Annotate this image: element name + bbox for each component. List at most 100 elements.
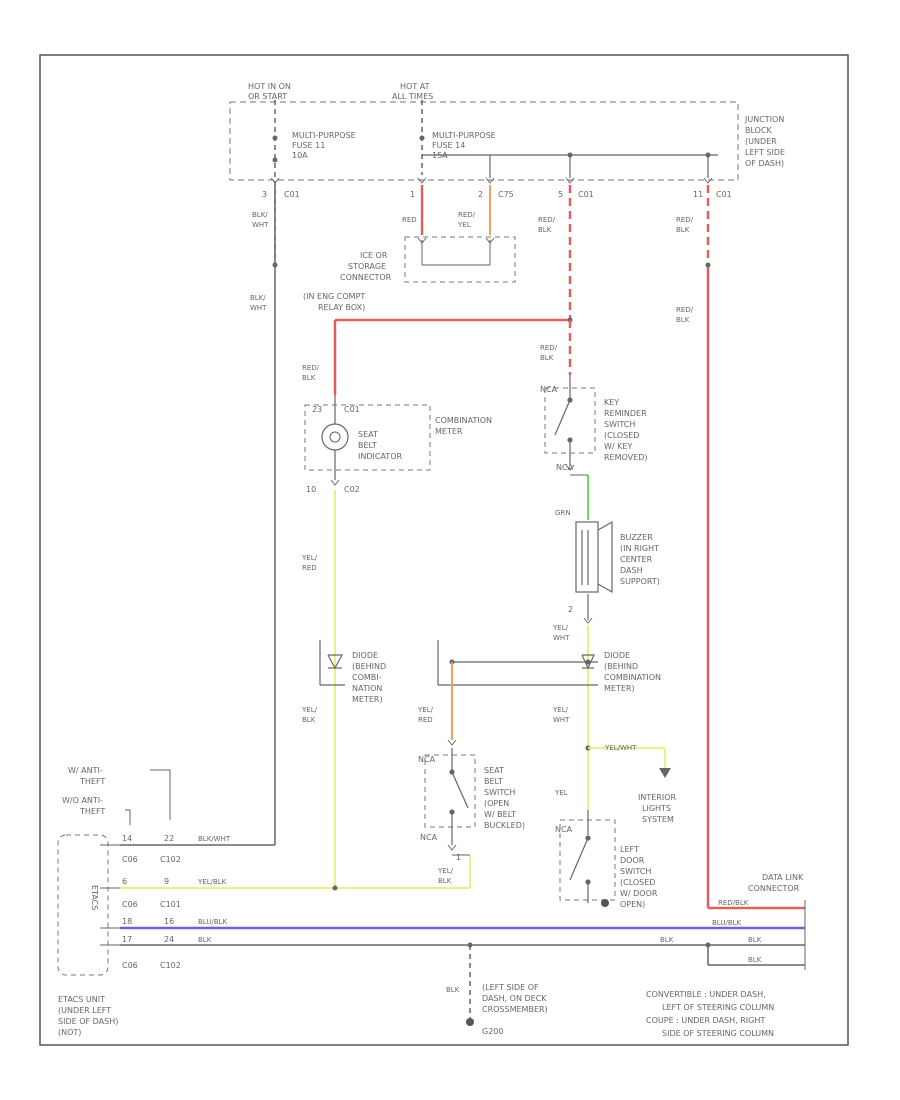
label-yel-red-2b: RED	[418, 716, 433, 724]
label-lds-1: LEFT	[620, 845, 639, 854]
label-blk-wht-2b: WHT	[250, 304, 267, 312]
label-lds-6: OPEN)	[620, 900, 645, 909]
label-diode-2c: COMBINATION	[604, 673, 661, 682]
label-c01-c: C01	[716, 190, 732, 199]
seat-belt-switch	[424, 748, 476, 845]
label-yel-blk-2a: YEL/	[437, 867, 454, 875]
label-ice-5: RELAY BOX)	[318, 303, 365, 312]
label-blu-blk-2: BLU/BLK	[712, 919, 742, 927]
label-note-1: CONVERTIBLE : UNDER DASH,	[646, 990, 766, 999]
label-yel-red-1a: YEL/	[301, 554, 318, 562]
label-pin-5: 5	[558, 190, 563, 199]
label-blk-4: BLK	[748, 956, 762, 964]
label-yel-blk-2b: BLK	[438, 877, 452, 885]
label-pin-11: 11	[693, 190, 703, 199]
label-blk-2: BLK	[660, 936, 674, 944]
label-ground-1: (LEFT SIDE OF	[482, 983, 539, 992]
label-blk-1: BLK	[198, 936, 212, 944]
label-red-yel-b: YEL	[457, 221, 471, 229]
label-key-5: W/ KEY	[604, 442, 632, 451]
label-red-blk-3b: BLK	[302, 374, 316, 382]
label-sbs-2: BELT	[484, 777, 503, 786]
label-ground-3: CROSSMEMBER)	[482, 1005, 548, 1014]
label-blk-5: BLK	[446, 986, 460, 994]
label-hot-at-all: HOT AT	[400, 82, 430, 91]
label-jb-1: JUNCTION	[744, 115, 784, 124]
label-sbs-5: W/ BELT	[484, 810, 516, 819]
label-c75: C75	[498, 190, 514, 199]
label-red-blk-2a: RED/	[676, 216, 694, 224]
label-pin-3: 3	[262, 190, 267, 199]
label-jb-2: BLOCK	[745, 126, 773, 135]
label-wo-anti-theft-2: THEFT	[79, 807, 105, 816]
label-red-blk-4b: BLK	[540, 354, 554, 362]
label-note-2: LEFT OF STEERING COLUMN	[662, 1003, 774, 1012]
label-c101: C101	[160, 900, 181, 909]
label-pin-1b: 1	[456, 853, 461, 862]
label-red-blk-2b: BLK	[676, 226, 690, 234]
label-ground-2: DASH, ON DECK	[482, 994, 547, 1003]
label-cm-c01: C01	[344, 405, 360, 414]
label-pin-9: 9	[164, 877, 169, 886]
label-seat-belt-1: SEAT	[358, 430, 378, 439]
label-sbs-1: SEAT	[484, 766, 504, 775]
label-note-3: COUPE : UNDER DASH, RIGHT	[646, 1016, 765, 1025]
label-etacs-4: (NOT)	[58, 1028, 81, 1037]
label-data-link-2: CONNECTOR	[748, 884, 800, 893]
label-wo-anti-theft: W/O ANTI-	[62, 796, 103, 805]
junction-block	[229, 101, 739, 181]
label-diode-1c: COMBI-	[352, 673, 382, 682]
label-blk-wht-2a: BLK/	[250, 294, 266, 302]
label-fuse14-b: FUSE 14	[432, 141, 465, 150]
label-nca-3: NCA	[418, 755, 436, 764]
label-yel-red-1b: RED	[302, 564, 317, 572]
label-ice-3: CONNECTOR	[340, 273, 392, 282]
label-nca-1: NCA	[540, 385, 558, 394]
label-yel-wht-1a: YEL/	[552, 624, 569, 632]
combination-meter	[304, 404, 431, 471]
label-diode-1d: NATION	[352, 684, 382, 693]
label-pin-2: 2	[478, 190, 483, 199]
label-yel-wht-3: YEL/WHT	[604, 744, 637, 752]
label-fuse11-b: FUSE 11	[292, 141, 325, 150]
label-c06-1: C06	[122, 855, 138, 864]
label-diode-1e: METER)	[352, 695, 383, 704]
label-key-3: SWITCH	[604, 420, 635, 429]
label-buzzer-2: (IN RIGHT	[620, 544, 659, 553]
label-lds-4: (CLOSED	[620, 878, 655, 887]
label-diode-2b: (BEHIND	[604, 662, 638, 671]
label-diode-2d: METER)	[604, 684, 635, 693]
diode-left	[319, 640, 345, 686]
label-seat-belt-3: INDICATOR	[358, 452, 402, 461]
label-blk-wht-3: BLK/WHT	[198, 835, 231, 843]
label-interior-1: INTERIOR	[638, 793, 677, 802]
label-jb-5: OF DASH)	[745, 159, 784, 168]
label-yel-blk-1a: YEL/	[301, 706, 318, 714]
label-interior-3: SYSTEM	[642, 815, 674, 824]
label-yel-1: YEL	[554, 789, 568, 797]
label-buzzer-1: BUZZER	[620, 533, 653, 542]
label-c06-2: C06	[122, 900, 138, 909]
label-ice-4: (IN ENG COMPT	[303, 292, 365, 301]
label-jb-3: (UNDER	[745, 137, 777, 146]
label-pin-1: 1	[410, 190, 415, 199]
label-c01-a: C01	[284, 190, 300, 199]
label-red-1: RED	[402, 216, 417, 224]
label-fuse11-c: 10A	[292, 151, 308, 160]
label-red-blk-4a: RED/	[540, 344, 558, 352]
label-blu-blk: BLU/BLK	[198, 918, 228, 926]
label-etacs-vertical: ETACS	[90, 885, 99, 910]
diagram-frame	[39, 54, 849, 1046]
label-red-blk-3a: RED/	[302, 364, 320, 372]
label-red-blk-5a: RED/	[676, 306, 694, 314]
label-etacs-1: ETACS UNIT	[58, 995, 105, 1004]
label-red-blk-6: RED/BLK	[718, 899, 749, 907]
label-nca-4: NCA	[420, 833, 438, 842]
label-cm-c02: C02	[344, 485, 360, 494]
label-pin-6: 6	[122, 877, 127, 886]
label-diode-1a: DIODE	[352, 651, 378, 660]
label-seat-belt-2: BELT	[358, 441, 377, 450]
label-fuse14-c: 15A	[432, 151, 448, 160]
label-data-link-1: DATA LINK	[762, 873, 804, 882]
label-lds-3: SWITCH	[620, 867, 651, 876]
